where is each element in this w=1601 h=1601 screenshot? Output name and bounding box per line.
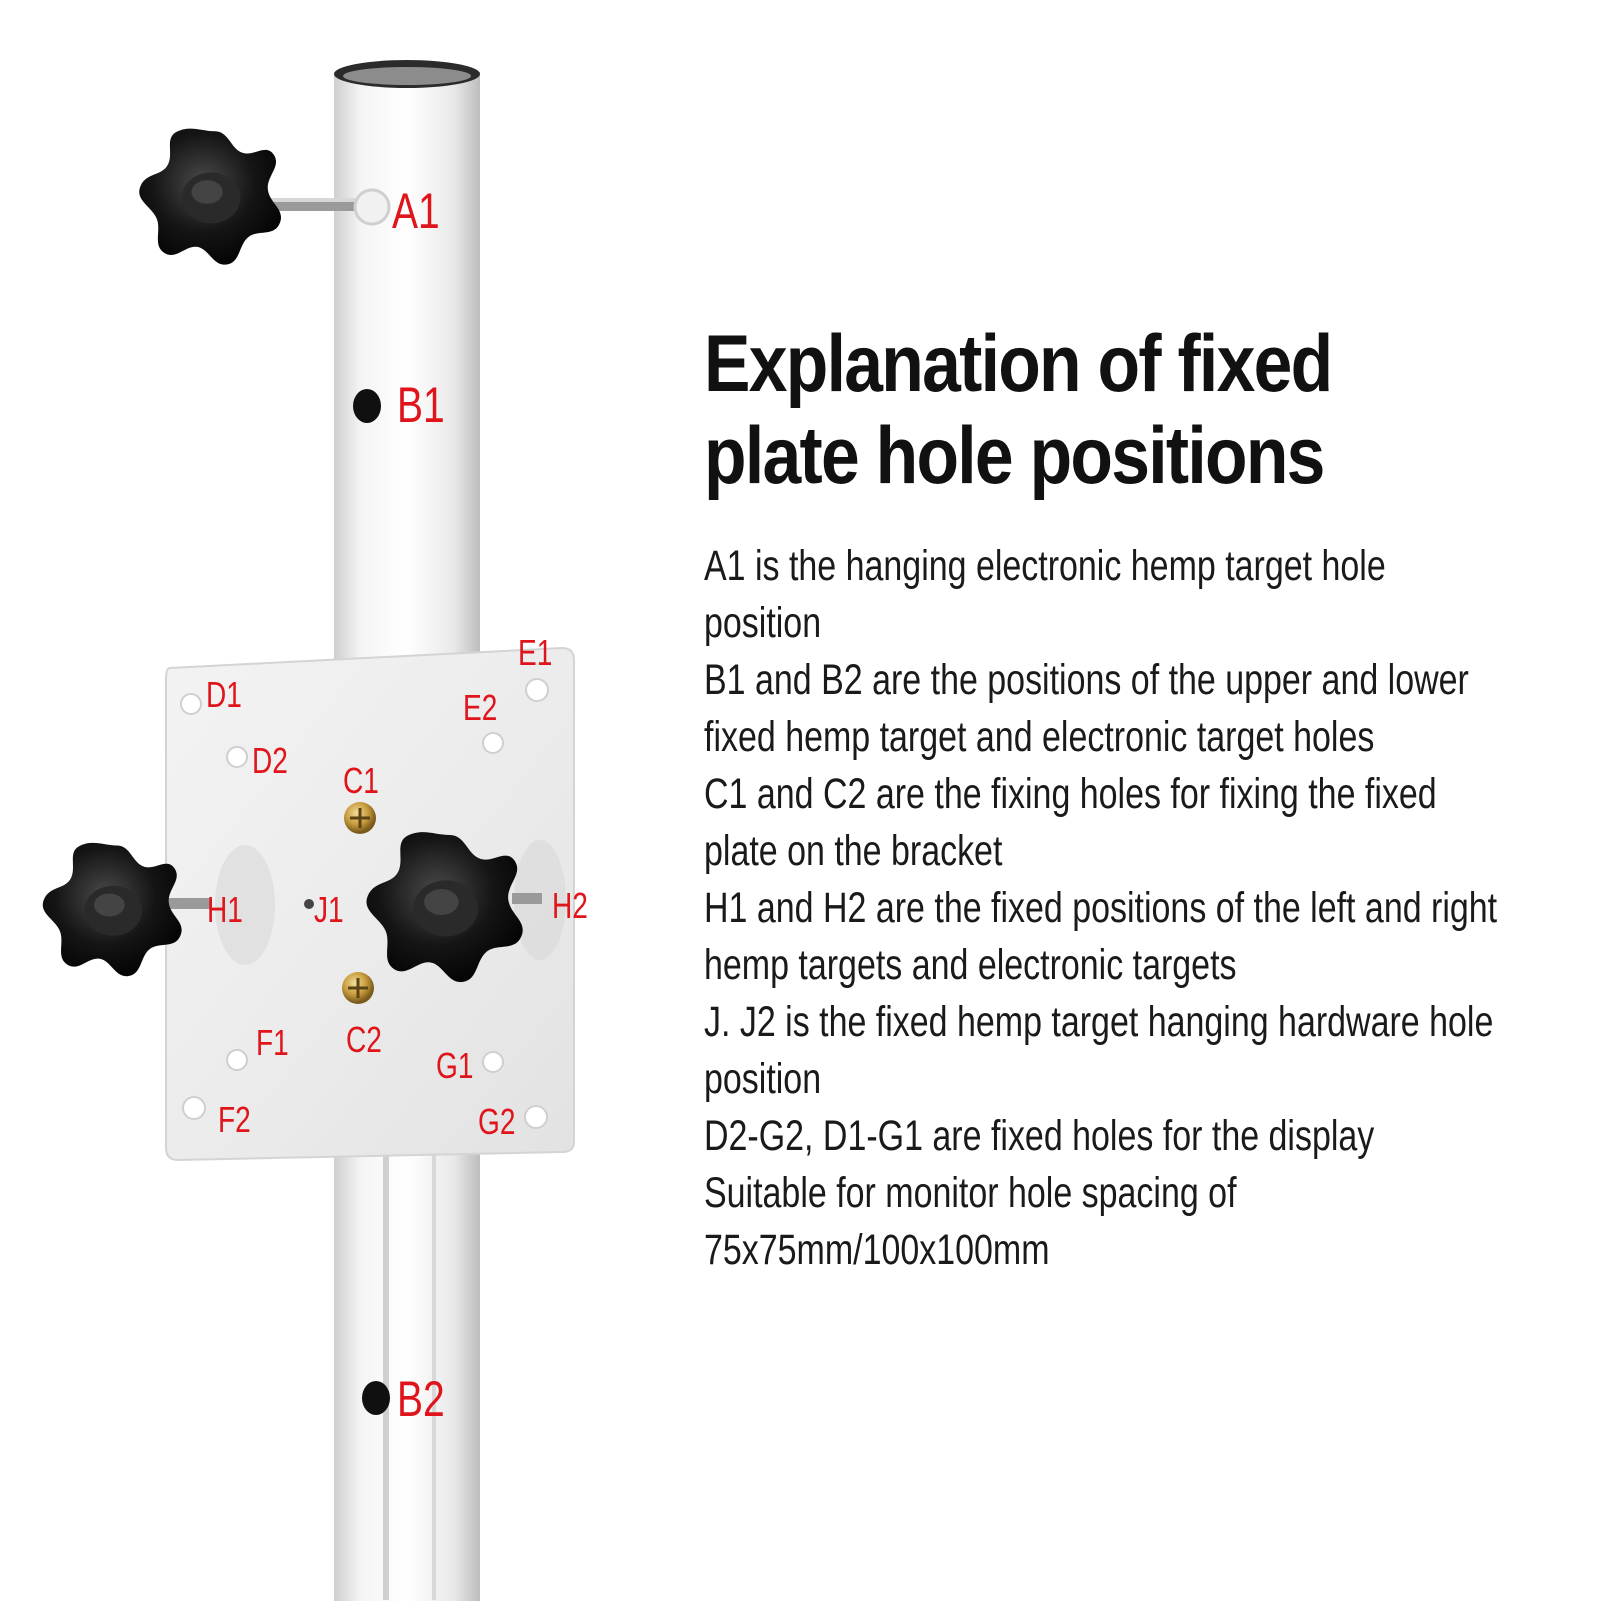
- title-line-1: Explanation of fixed: [704, 319, 1333, 409]
- label-f1: F1: [256, 1023, 289, 1063]
- label-e2: E2: [463, 688, 497, 728]
- label-e1: E1: [518, 633, 552, 673]
- hole-b2: [362, 1381, 390, 1415]
- knob-h2: [366, 832, 542, 983]
- label-g2: G2: [478, 1102, 515, 1142]
- label-j1: J1: [314, 890, 344, 930]
- knob-h1: [42, 842, 212, 977]
- stand-product-photo: A1 B1 B2 D1 D2 E1 E2 C1 C2 H1 H2 J1 F1 F…: [42, 60, 588, 1601]
- page-title: Explanation of fixed plate hole position…: [704, 318, 1358, 502]
- screw-c1: [344, 802, 376, 834]
- description-item: H1 and H2 are the fixed positions of the…: [704, 884, 1498, 989]
- description-item: J. J2 is the fixed hemp target hanging h…: [704, 998, 1494, 1103]
- star-knob-icon: [42, 842, 182, 977]
- description-item: C1 and C2 are the fixing holes for fixin…: [704, 770, 1437, 875]
- explanation-panel: Explanation of fixed plate hole position…: [704, 318, 1584, 1279]
- description-item: B1 and B2 are the positions of the upper…: [704, 656, 1469, 761]
- knob-a1: [139, 128, 391, 265]
- label-g1: G1: [436, 1046, 473, 1086]
- label-b2: B2: [397, 1370, 445, 1427]
- description-item: Suitable for monitor hole spacing of 75x…: [704, 1169, 1237, 1274]
- screw-c2: [342, 972, 374, 1004]
- label-c2: C2: [346, 1020, 382, 1060]
- label-d2: D2: [252, 741, 288, 781]
- label-h2: H2: [552, 886, 588, 926]
- description-item: A1 is the hanging electronic hemp target…: [704, 542, 1386, 647]
- hole-b1: [353, 389, 381, 423]
- label-a1: A1: [392, 182, 440, 239]
- label-f2: F2: [218, 1100, 251, 1140]
- label-d1: D1: [206, 675, 242, 715]
- label-h1: H1: [207, 890, 243, 930]
- description-item: D2-G2, D1-G1 are fixed holes for the dis…: [704, 1112, 1375, 1160]
- label-b1: B1: [397, 376, 445, 433]
- star-knob-icon: [139, 128, 281, 265]
- description-list: A1 is the hanging electronic hemp target…: [704, 538, 1502, 1279]
- title-line-2: plate hole positions: [704, 411, 1325, 501]
- label-c1: C1: [343, 761, 379, 801]
